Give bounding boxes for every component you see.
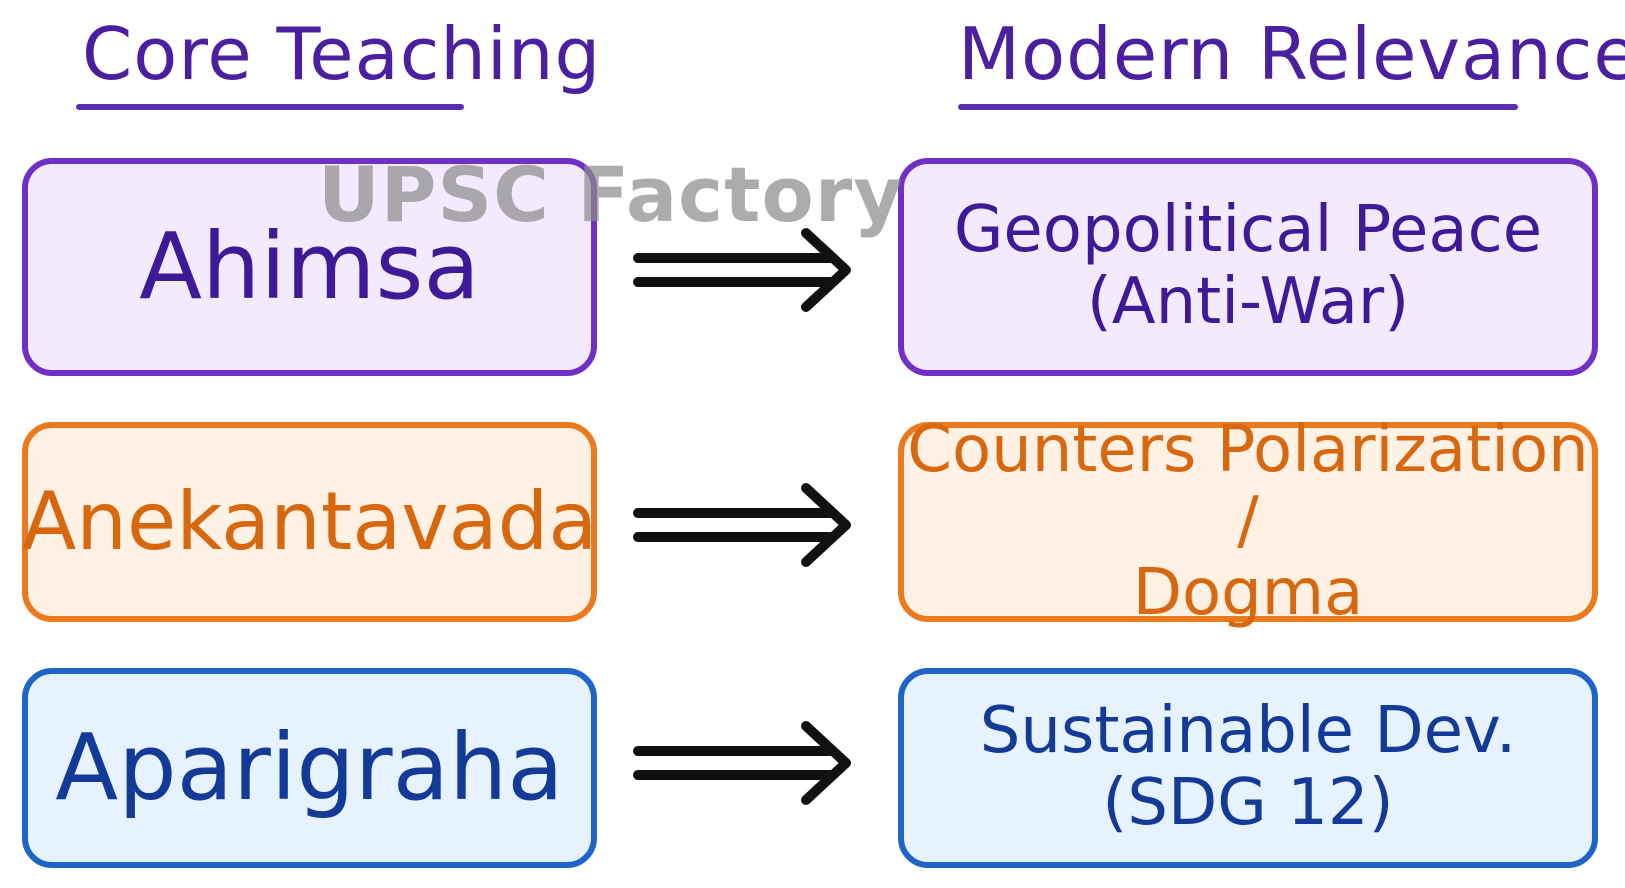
modern-relevance-header: Modern Relevance: [958, 12, 1625, 96]
teaching-box-aparigraha: Aparigraha: [22, 668, 597, 868]
double-arrow-right-icon: [633, 721, 851, 805]
teaching-box-ahimsa: Ahimsa: [22, 158, 597, 376]
modern-relevance-underline: [958, 104, 1518, 110]
relevance-box-counters-polarization: Counters Polarization / Dogma: [898, 414, 1598, 629]
teaching-label: Ahimsa: [139, 213, 480, 321]
relevance-line-1: Counters Polarization /: [907, 412, 1589, 559]
teaching-label: Aparigraha: [55, 714, 564, 822]
relevance-line-2: (SDG 12): [1102, 766, 1394, 840]
relevance-text: Counters Polarization / Dogma: [904, 412, 1592, 630]
relevance-line-2: Dogma: [1132, 555, 1364, 630]
relevance-box-sustainable-dev: Sustainable Dev. (SDG 12): [898, 668, 1598, 868]
relevance-line-2: (Anti-War): [1086, 265, 1410, 339]
teaching-box-anekantavada: Anekantavada: [22, 422, 597, 622]
relevance-box-geopolitical-peace: Geopolitical Peace (Anti-War): [898, 158, 1598, 376]
teaching-label: Anekantavada: [21, 475, 598, 569]
core-teaching-underline: [76, 104, 464, 110]
watermark: UPSC Factory: [318, 150, 904, 239]
relevance-line-1: Sustainable Dev.: [979, 694, 1517, 769]
double-arrow-right-icon: [633, 483, 851, 567]
relevance-text: Sustainable Dev. (SDG 12): [980, 696, 1516, 839]
relevance-text: Geopolitical Peace (Anti-War): [954, 195, 1542, 338]
double-arrow-right-icon: [633, 228, 851, 312]
core-teaching-header: Core Teaching: [82, 12, 602, 96]
relevance-line-1: Geopolitical Peace: [953, 193, 1543, 268]
